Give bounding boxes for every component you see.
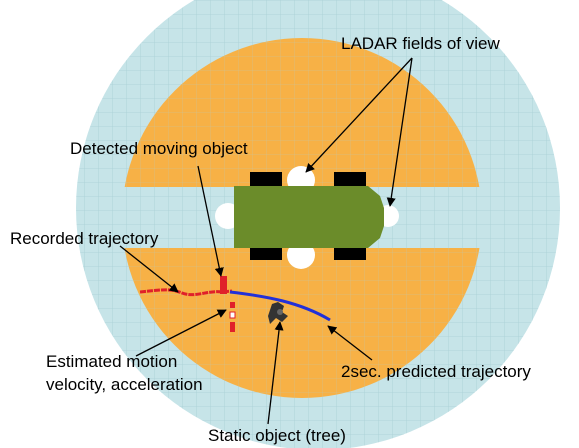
predicted-trajectory-line — [229, 290, 331, 322]
tree-icon — [268, 302, 288, 324]
orange-field-top — [124, 38, 480, 187]
label-estimated-motion: Estimated motion — [46, 352, 178, 371]
estimated-motion-marks — [229, 302, 236, 332]
label-detected-moving-object: Detected moving object — [70, 139, 248, 158]
recorded-trajectory-line — [139, 288, 233, 297]
annotation-arrows — [119, 57, 413, 425]
detected-object-marker — [220, 276, 227, 294]
label-recorded-trajectory: Recorded trajectory — [10, 229, 159, 248]
label-predicted-trajectory: 2sec. predicted trajectory — [341, 362, 531, 381]
label-ladar-fov: LADAR fields of view — [341, 34, 500, 53]
orange-field-bottom — [124, 248, 480, 398]
label-velocity-acceleration: velocity, acceleration — [46, 375, 203, 394]
vehicle-icon — [234, 172, 384, 260]
label-static-object: Static object (tree) — [208, 426, 346, 445]
